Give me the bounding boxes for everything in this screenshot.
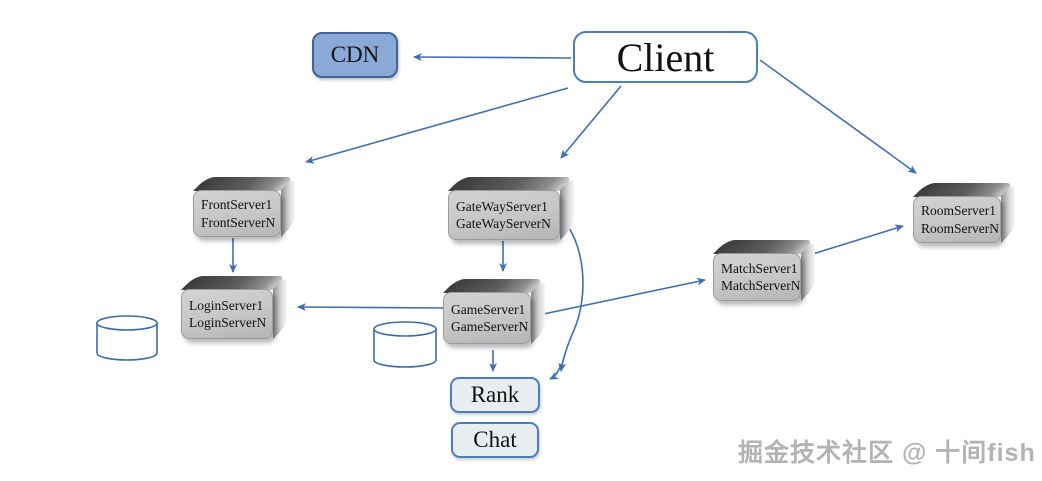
- login-server-line1: LoginServer1: [189, 297, 264, 313]
- game-server-line2: GameServerN: [451, 319, 529, 334]
- room-server-line2: RoomServerN: [921, 220, 999, 236]
- server-box-front-face: LoginServer1 LoginServerN: [181, 289, 273, 339]
- match-server-line2: MatchServerN: [721, 278, 801, 293]
- arrow-gatewayserver-to-rank-curve: [558, 214, 584, 372]
- server-box-front-face: MatchServer1 MatchServerN: [713, 253, 801, 301]
- database-cylinder-left-top-icon: [96, 315, 158, 331]
- chat-label: Chat: [473, 427, 517, 452]
- server-box-top-face: [193, 177, 295, 191]
- node-rank: Rank: [450, 377, 540, 413]
- server-box-top-face: [443, 279, 545, 293]
- database-cylinder-right-icon: [373, 329, 437, 368]
- server-box-top-face: [913, 183, 1015, 197]
- arrow-client-to-frontserver: [305, 87, 569, 164]
- server-box-top-face: [448, 177, 574, 191]
- node-cdn: CDN: [312, 32, 398, 78]
- cdn-label: CDN: [330, 42, 380, 67]
- server-box-front-face: GameServer1 GameServerN: [443, 292, 531, 344]
- front-server-line1: FrontServer1: [201, 197, 273, 213]
- arrow-second-head-into-rank: [549, 363, 562, 380]
- node-client: Client: [573, 31, 758, 83]
- watermark: 掘金技术社区 @ 十间fish: [738, 439, 1036, 467]
- client-label: Client: [616, 34, 715, 80]
- server-box-front-face: RoomServer1 RoomServerN: [913, 196, 1001, 243]
- room-server-line1: RoomServer1: [921, 203, 996, 219]
- server-box-top-face: [181, 276, 287, 290]
- gateway-server-line2: GateWayServerN: [456, 216, 551, 231]
- server-box-front-face: FrontServer1 FrontServerN: [193, 190, 281, 237]
- arrow-gameserver-to-loginserver: [297, 303, 444, 312]
- arrow-client-to-roomserver: [759, 59, 917, 174]
- gateway-server-line1: GateWayServer1: [456, 198, 548, 214]
- game-server-line1: GameServer1: [451, 301, 526, 317]
- match-server-line1: MatchServer1: [721, 260, 798, 276]
- node-chat: Chat: [451, 422, 539, 458]
- rank-label: Rank: [470, 382, 520, 407]
- arrow-gameserver-to-matchserver: [533, 277, 706, 317]
- arrow-client-to-gatewayserver: [560, 85, 622, 159]
- arrow-client-to-cdn: [413, 53, 572, 62]
- server-box-front-face: GateWayServer1 GateWayServerN: [448, 190, 560, 240]
- database-cylinder-left-icon: [96, 323, 158, 361]
- database-cylinder-right-top-icon: [373, 321, 437, 337]
- arrow-matchserver-to-roomserver: [802, 224, 904, 258]
- front-server-line2: FrontServerN: [201, 214, 276, 230]
- login-server-line2: LoginServerN: [189, 315, 267, 330]
- server-box-top-face: [713, 240, 815, 254]
